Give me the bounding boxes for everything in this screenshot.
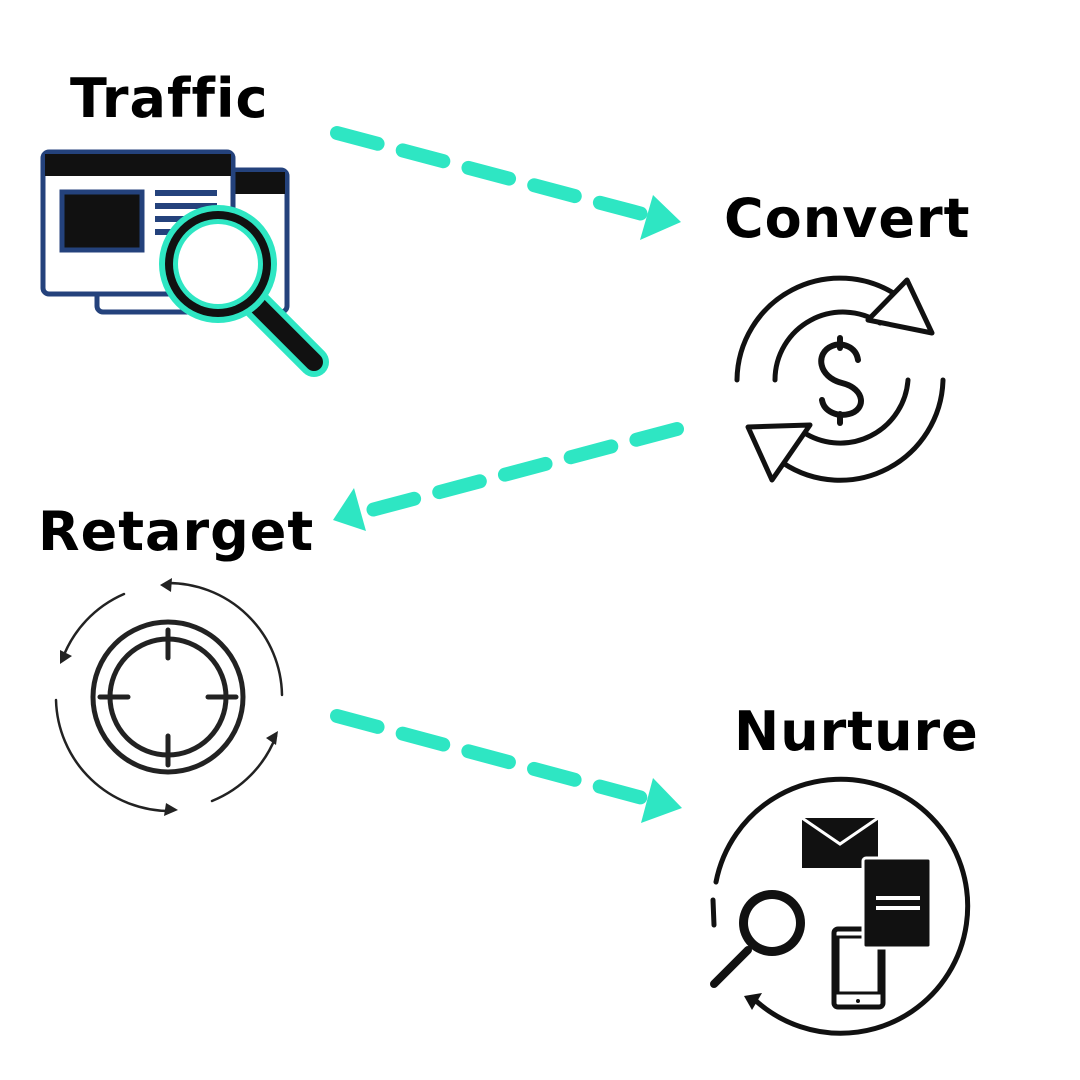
- target-cycle-icon: [54, 578, 284, 816]
- arrow-traffic-to-convert: [330, 126, 681, 240]
- step-label-nurture: Nurture: [734, 700, 979, 763]
- step-label-traffic: Traffic: [70, 67, 269, 130]
- step-label-retarget: Retarget: [38, 500, 315, 563]
- arrow-retarget-to-nurture: [330, 709, 682, 823]
- step-label-convert: Convert: [724, 187, 971, 250]
- arrow-convert-to-retarget: [333, 422, 684, 531]
- email-devices-cycle-icon: [710, 776, 971, 1036]
- browser-magnifier-icon: [40, 149, 329, 377]
- dollar-cycle-icon: [734, 275, 946, 483]
